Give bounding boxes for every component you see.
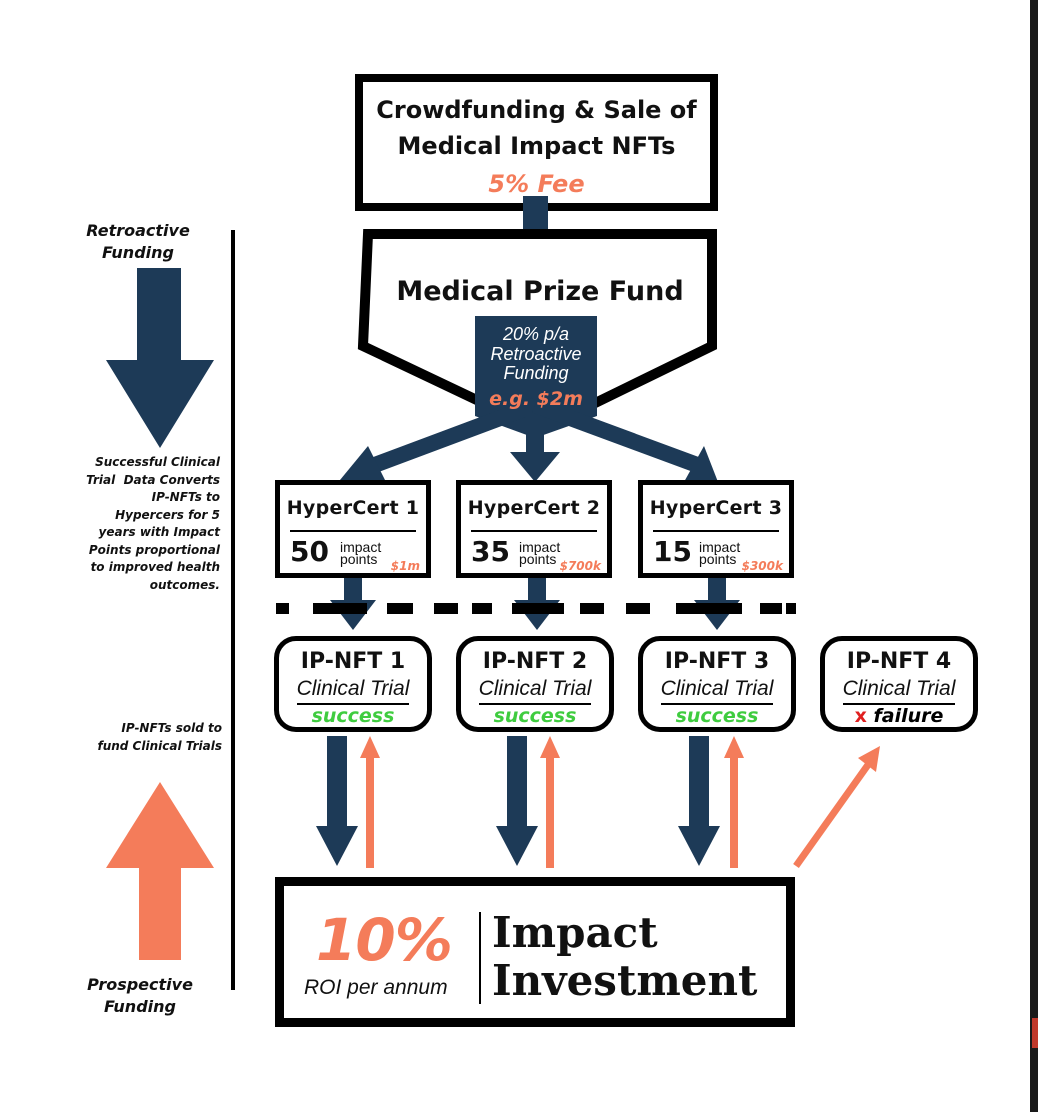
ipnft-subtitle: Clinical Trial — [660, 677, 774, 700]
divider — [479, 703, 591, 705]
ipnft2-down-arrow — [507, 736, 527, 828]
retroactive-funding-arrow — [106, 268, 214, 448]
investment-divider — [479, 912, 481, 1004]
impact-points-value: 15 — [653, 535, 692, 568]
impact-unit-line2: points — [519, 551, 557, 567]
impact-unit-line2: points — [699, 551, 737, 567]
divider — [843, 703, 955, 705]
impact-unit-line2: points — [340, 551, 378, 567]
ipnft-subtitle: Clinical Trial — [478, 677, 592, 700]
hypercert-1: HyperCert 1 50 impact points $1m — [275, 480, 431, 578]
hypercert-title: HyperCert 2 — [467, 497, 601, 519]
impact-unit-line1: impact — [519, 539, 561, 555]
ipnft-status: success — [675, 705, 759, 727]
timeline-line — [231, 230, 235, 990]
crowdfunding-title-line1: Crowdfunding & Sale of — [376, 96, 697, 124]
separator-dash — [786, 603, 796, 614]
separator-dash — [676, 603, 742, 614]
ipnft-title: IP-NFT 1 — [300, 649, 406, 674]
hypercert-title: HyperCert 1 — [286, 497, 420, 519]
ipnft-status: success — [493, 705, 577, 727]
prospective-funding-arrow — [106, 782, 214, 960]
separator-dash — [434, 603, 458, 614]
crowdfunding-box: Crowdfunding & Sale of Medical Impact NF… — [355, 74, 718, 211]
divider — [661, 703, 773, 705]
separator-dash — [512, 603, 564, 614]
ipnft-title: IP-NFT 2 — [482, 649, 588, 674]
ipnft-subtitle: Clinical Trial — [296, 677, 410, 700]
divider — [653, 530, 779, 532]
divider — [290, 530, 416, 532]
distribution-arrow-1 — [369, 397, 538, 474]
window-edge — [1030, 0, 1038, 1112]
ipnft-3: IP-NFT 3 Clinical Trial success — [638, 636, 796, 732]
impact-points-value: 50 — [290, 535, 329, 568]
prize-example: e.g. $2m — [489, 388, 583, 410]
hypercert-dollar-value: $700k — [559, 559, 601, 573]
distribution-arrow-3 — [532, 397, 703, 474]
hc3-to-ipnft3-arrow — [708, 578, 726, 602]
separator-dash — [313, 603, 367, 614]
separator-dash — [387, 603, 413, 614]
divider — [297, 703, 409, 705]
failure-label: failure — [873, 705, 944, 727]
prize-rate-line1: 20% p/a — [502, 324, 570, 344]
prospective-funding-label: Prospective Funding — [87, 975, 193, 1016]
retroactive-funding-label: Retroactive Funding — [86, 221, 190, 262]
ipnft-4: IP-NFT 4 Clinical Trial x failure — [820, 636, 978, 732]
crowdfunding-fee: 5% Fee — [488, 170, 585, 198]
hypercert-conversion-note: Successful Clinical Trial Data Converts … — [86, 455, 220, 592]
ipnft-2: IP-NFT 2 Clinical Trial success — [456, 636, 614, 732]
separator-dash — [626, 603, 650, 614]
impact-points-value: 35 — [471, 535, 510, 568]
hc2-to-ipnft2-arrow — [528, 578, 546, 602]
impact-unit-line1: impact — [340, 539, 382, 555]
separator-dash — [472, 603, 492, 614]
ipnft-1: IP-NFT 1 Clinical Trial success — [274, 636, 432, 732]
separator-dash — [580, 603, 604, 614]
roi-value: 10% — [316, 906, 453, 974]
hypercert-dollar-value: $300k — [741, 559, 783, 573]
hc1-to-ipnft1-arrow — [344, 578, 362, 602]
ipnft-status-failure: x failure — [825, 705, 973, 727]
prize-fund-title: Medical Prize Fund — [396, 276, 684, 307]
impact-investment-box: 10% ROI per annum Impact Investment — [275, 877, 795, 1027]
ipnft-status: success — [311, 705, 395, 727]
prize-rate-line2: Retroactive — [490, 344, 582, 364]
crowdfunding-title-line2: Medical Impact NFTs — [397, 132, 676, 160]
roi-label: ROI per annum — [304, 976, 448, 999]
distribution-arrow-2 — [526, 405, 544, 455]
ipnft-title: IP-NFT 3 — [664, 649, 770, 674]
ipnft3-up-arrow — [730, 756, 738, 868]
hypercert-dollar-value: $1m — [390, 559, 420, 573]
ipnft1-up-arrow — [366, 756, 374, 868]
hypercert-title: HyperCert 3 — [649, 497, 783, 519]
ipnft-funding-note: IP-NFTs sold to fund Clinical Trials — [97, 721, 222, 753]
ipnft-subtitle: Clinical Trial — [842, 677, 956, 700]
hypercert-3: HyperCert 3 15 impact points $300k — [638, 480, 794, 578]
failure-x-icon: x — [854, 705, 867, 727]
ipnft3-down-arrow — [689, 736, 709, 828]
ipnft-title: IP-NFT 4 — [846, 649, 952, 674]
ipnft4-up-arrow — [793, 759, 873, 869]
ipnft2-up-arrow — [546, 756, 554, 868]
investment-title-line2: Investment — [492, 956, 758, 1005]
prize-rate-line3: Funding — [503, 363, 569, 383]
impact-unit-line1: impact — [699, 539, 741, 555]
hypercert-2: HyperCert 2 35 impact points $700k — [456, 480, 612, 578]
separator-dash — [276, 603, 289, 614]
investment-title-line1: Impact — [492, 908, 658, 957]
separator-dash — [760, 603, 782, 614]
window-edge-marker — [1032, 1018, 1038, 1048]
divider — [471, 530, 597, 532]
ipnft1-down-arrow — [327, 736, 347, 828]
